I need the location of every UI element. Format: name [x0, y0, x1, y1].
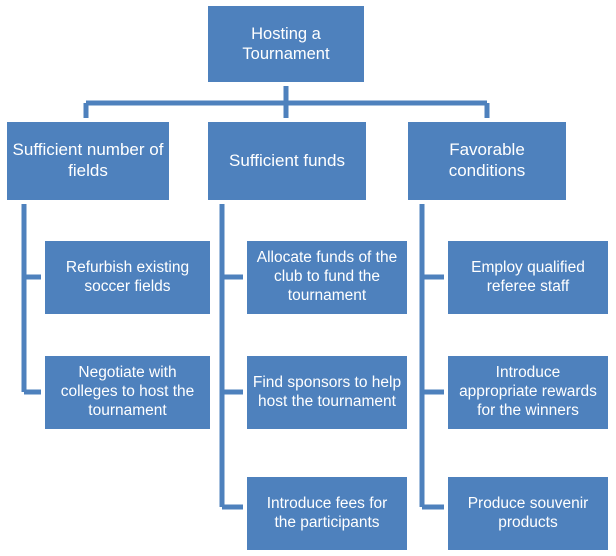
node-leaf-refurbish-existing-soccer-fields[interactable]: Refurbish existing soccer fields: [41, 237, 214, 318]
node-label: Introduce appropriate rewards for the wi…: [459, 364, 597, 419]
node-branch-sufficient-funds[interactable]: Sufficient funds: [204, 118, 370, 204]
node-label: Introduce fees for the participants: [266, 494, 388, 531]
node-leaf-negotiate-with-colleges[interactable]: Negotiate with colleges to host the tour…: [41, 352, 214, 433]
node-label: Produce souvenir products: [467, 494, 589, 531]
node-leaf-introduce-appropriate-rewards[interactable]: Introduce appropriate rewards for the wi…: [444, 352, 612, 433]
node-label: Find sponsors to help host the tournamen…: [252, 373, 402, 410]
node-label: Employ qualified referee staff: [471, 258, 585, 295]
node-label: Refurbish existing soccer fields: [65, 258, 190, 295]
node-label: Favorable conditions: [448, 140, 526, 180]
node-label: Sufficient funds: [229, 150, 345, 170]
node-leaf-introduce-fees-for-participants[interactable]: Introduce fees for the participants: [243, 473, 411, 554]
node-label: Hosting a Tournament: [242, 24, 330, 63]
node-leaf-find-sponsors-to-help-host[interactable]: Find sponsors to help host the tournamen…: [243, 352, 411, 433]
node-branch-sufficient-number-of-fields[interactable]: Sufficient number of fields: [3, 118, 173, 204]
node-leaf-employ-qualified-referee-staff[interactable]: Employ qualified referee staff: [444, 237, 612, 318]
node-leaf-allocate-funds-of-the-club[interactable]: Allocate funds of the club to fund the t…: [243, 237, 411, 318]
node-leaf-produce-souvenir-products[interactable]: Produce souvenir products: [444, 473, 612, 554]
node-branch-favorable-conditions[interactable]: Favorable conditions: [404, 118, 570, 204]
node-label: Negotiate with colleges to host the tour…: [60, 364, 195, 419]
node-label: Allocate funds of the club to fund the t…: [256, 249, 398, 304]
node-label: Sufficient number of fields: [12, 140, 164, 180]
node-root-hosting-a-tournament[interactable]: Hosting a Tournament: [204, 2, 368, 86]
